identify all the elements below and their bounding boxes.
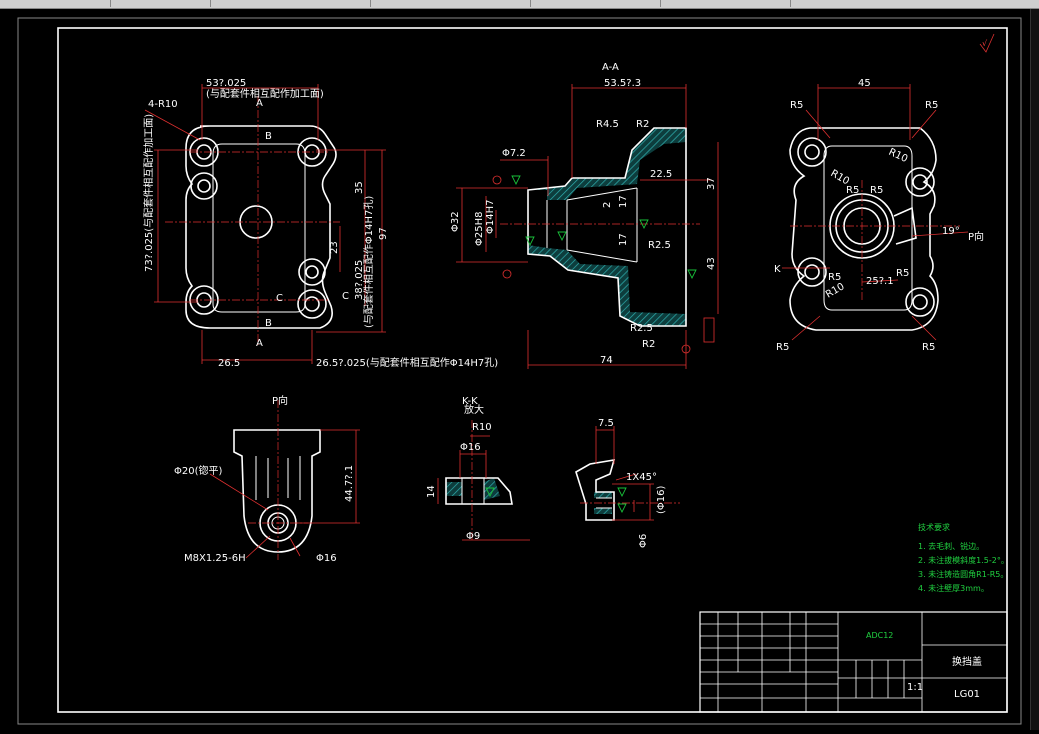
dim-kk-phi16: Φ16 bbox=[460, 442, 481, 453]
dim-1x45: 1X45° bbox=[626, 472, 657, 483]
vertical-scrollbar[interactable] bbox=[1030, 9, 1039, 730]
note-4: 4. 未注壁厚3mm。 bbox=[918, 583, 989, 593]
dim-r10-a: R10 bbox=[887, 147, 909, 165]
p-view-label: P向 bbox=[272, 394, 288, 407]
dim-r5-d: R5 bbox=[870, 185, 883, 196]
tab[interactable] bbox=[0, 0, 111, 7]
dim-r5-f: R5 bbox=[896, 268, 909, 279]
dim-r5-tl: R5 bbox=[790, 100, 803, 111]
dim-top-width: 53?.025 bbox=[206, 78, 246, 89]
dim-d-phi16: (Φ16) bbox=[656, 486, 667, 514]
label-b-top: B bbox=[265, 131, 272, 142]
label-c-right: C bbox=[342, 291, 349, 302]
dim-35: 35 bbox=[354, 181, 365, 194]
dim-2: 2 bbox=[602, 202, 613, 208]
dim-corner-radius: 4-R10 bbox=[148, 99, 178, 110]
inner-frame bbox=[57, 27, 1008, 713]
dim-7-5: 7.5 bbox=[598, 418, 614, 429]
dim-phi-72: Φ7.2 bbox=[502, 148, 526, 159]
dim-r2-top: R2 bbox=[636, 119, 649, 130]
k-k-view bbox=[437, 420, 530, 541]
dim-22-5: 22.5 bbox=[650, 169, 672, 180]
dim-phi-20: Φ20(锪平) bbox=[174, 464, 222, 477]
title-part-name: 换挡盖 bbox=[952, 655, 982, 668]
drawing-tab-bar bbox=[0, 0, 1039, 9]
dim-left-height: 73?.025(与配套件相互配作加工面) bbox=[142, 114, 155, 272]
drawing-canvas[interactable]: √ 53?.025 bbox=[0, 9, 1039, 730]
dim-37: 37 bbox=[706, 177, 717, 190]
svg-text:√: √ bbox=[982, 39, 988, 48]
label-a-bottom: A bbox=[256, 338, 263, 349]
tab[interactable] bbox=[530, 0, 661, 7]
dim-17a: 17 bbox=[618, 195, 629, 208]
dim-r5-bl: R5 bbox=[776, 342, 789, 353]
dim-53-57: 53.5?.3 bbox=[604, 78, 641, 89]
dim-25-71: 25?.1 bbox=[866, 276, 894, 287]
note-2: 2. 未注拔模斜度1.5-2°。 bbox=[918, 555, 1009, 565]
dim-kk-14: 14 bbox=[426, 485, 437, 498]
cad-drawing: √ 53?.025 bbox=[17, 17, 1022, 725]
dim-44-77: 44.7?.1 bbox=[344, 465, 355, 502]
dim-top-width-note: (与配套件相互配作加工面) bbox=[206, 87, 324, 100]
title-material: ADC12 bbox=[866, 631, 893, 640]
dim-r5-tr: R5 bbox=[925, 100, 938, 111]
section-label: A-A bbox=[602, 62, 619, 73]
section-a-a bbox=[456, 84, 719, 369]
label-k: K bbox=[774, 264, 781, 275]
dim-23: 23 bbox=[329, 241, 340, 254]
note-1: 1. 去毛刺、锐边。 bbox=[918, 541, 984, 551]
dim-26-5: 26.5 bbox=[218, 358, 240, 369]
dim-97: 97 bbox=[378, 227, 389, 240]
dim-r2-5b: R2.5 bbox=[630, 323, 653, 334]
tab[interactable] bbox=[660, 0, 791, 7]
label-b-bottom: B bbox=[265, 318, 272, 329]
dim-26-57: 26.5?.025(与配套件相互配作Φ14H7孔) bbox=[316, 356, 498, 369]
title-code: LG01 bbox=[954, 689, 980, 700]
dim-17b: 17 bbox=[618, 233, 629, 246]
tab[interactable] bbox=[370, 0, 531, 7]
dim-387-note: (与配套件相互配作Φ14H7孔) bbox=[362, 196, 375, 328]
p-view bbox=[209, 400, 360, 560]
dim-phi-16: Φ16 bbox=[316, 553, 337, 564]
dim-d-phi6: Φ6 bbox=[638, 534, 649, 548]
dim-45: 45 bbox=[858, 78, 871, 89]
dim-r10-c: R10 bbox=[824, 281, 847, 300]
label-a-top: A bbox=[256, 98, 263, 109]
kk-label: K-K bbox=[462, 396, 478, 407]
dim-43: 43 bbox=[706, 257, 717, 270]
detail-view bbox=[575, 426, 680, 521]
kk-sub: 放大 bbox=[464, 403, 484, 416]
label-c-left: C bbox=[276, 293, 283, 304]
dim-r5-c: R5 bbox=[846, 185, 859, 196]
front-view bbox=[144, 84, 386, 364]
dim-r2-5: R2.5 bbox=[648, 240, 671, 251]
dim-kk-phi9: Φ9 bbox=[466, 531, 480, 542]
dim-r5-br: R5 bbox=[922, 342, 935, 353]
tab[interactable] bbox=[210, 0, 371, 7]
notes-title: 技术要求 bbox=[918, 522, 950, 532]
note-3: 3. 未注铸造圆角R1-R5。 bbox=[918, 569, 1008, 579]
title-scale: 1:1 bbox=[907, 682, 923, 693]
dim-m8: M8X1.25-6H bbox=[184, 553, 246, 564]
right-view bbox=[782, 84, 969, 341]
roughness-symbol: √ bbox=[979, 33, 995, 53]
dim-phi-32: Φ32 bbox=[450, 211, 461, 232]
dim-74: 74 bbox=[600, 355, 613, 366]
dim-kk-r10: R10 bbox=[472, 422, 492, 433]
dim-r45: R4.5 bbox=[596, 119, 619, 130]
dim-phi-25h8: Φ25H8 bbox=[474, 212, 485, 246]
dim-19deg: 19° bbox=[942, 226, 960, 237]
outer-frame bbox=[17, 17, 1022, 725]
dim-r2b: R2 bbox=[642, 339, 655, 350]
title-block bbox=[699, 611, 1008, 713]
dim-r5-e: R5 bbox=[828, 272, 841, 283]
dim-phi-14h7: Φ14H7 bbox=[485, 200, 496, 234]
tab[interactable] bbox=[110, 0, 211, 7]
label-p-view: P向 bbox=[968, 230, 984, 243]
dim-387: 38?.025 bbox=[354, 260, 365, 300]
